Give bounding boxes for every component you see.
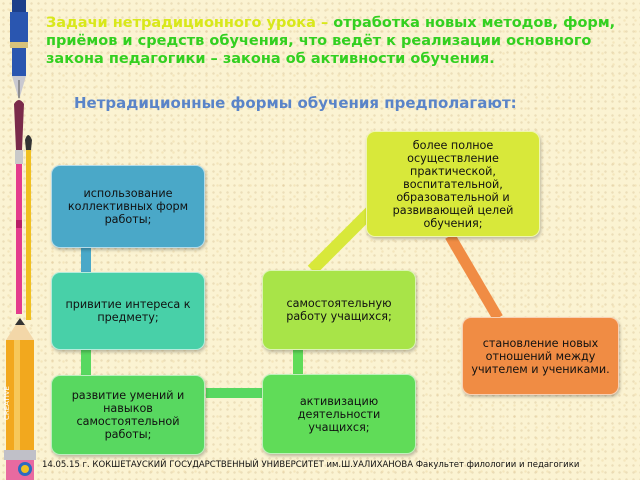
node-new-relations-text: становление новых отношений между учител… — [471, 336, 610, 376]
node-activation: активизацию деятельности учащихся; — [262, 374, 416, 454]
node-new-relations: становление новых отношений между учител… — [462, 317, 619, 395]
node-fuller-goals-text: более полное осуществление практической,… — [392, 138, 514, 230]
node-independent-work: самостоятельную работу учащихся; — [262, 270, 416, 350]
brush-icon — [25, 135, 32, 320]
node-independent-work-text: самостоятельную работу учащихся; — [286, 297, 392, 323]
heading-prefix: Задачи нетрадиционного урока – — [46, 15, 334, 31]
brush-icon — [14, 100, 24, 314]
pencil-icon: CREATIVE — [3, 318, 36, 480]
task-heading: Задачи нетрадиционного урока – отработка… — [46, 14, 632, 68]
footer-text: 14.05.15 г. КОКШЕТАУСКИЙ ГОСУДАРСТВЕННЫЙ… — [42, 460, 580, 470]
node-skills-text: развитие умений и навыков самостоятельно… — [71, 389, 185, 441]
node-interest-text: привитие интереса к предмету; — [65, 298, 191, 324]
node-collective-forms-text: использование коллективных форм работы; — [67, 187, 189, 226]
node-interest: привитие интереса к предмету; — [51, 272, 205, 350]
node-activation-text: активизацию деятельности учащихся; — [297, 394, 381, 434]
university-logo-icon — [18, 462, 32, 476]
node-skills: развитие умений и навыков самостоятельно… — [51, 375, 205, 455]
node-collective-forms: использование коллективных форм работы; — [51, 165, 205, 248]
svg-text:CREATIVE: CREATIVE — [3, 386, 11, 420]
subheading: Нетрадиционные формы обучения предполага… — [74, 94, 517, 112]
node-fuller-goals: более полное осуществление практической,… — [366, 131, 540, 237]
connector-independent-fuller — [307, 205, 377, 275]
stationery-illustration: CREATIVE — [3, 0, 36, 480]
connector-fuller-relations — [445, 233, 503, 321]
heading-body: отработка новых методов, форм, приёмов и… — [46, 15, 616, 67]
pen-icon — [10, 0, 28, 100]
